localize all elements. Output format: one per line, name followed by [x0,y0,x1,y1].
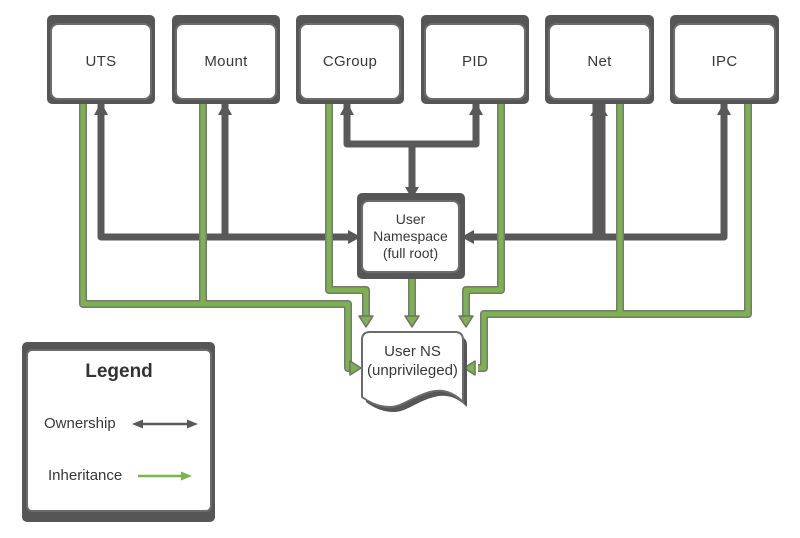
edge-cgroup-inheritance [326,100,369,319]
document-shape [361,331,464,409]
node-box: User Namespace (full root) [361,200,460,273]
edge-ipc-inheritance [478,101,751,371]
arrow-into-root-right [461,230,474,244]
legend-title: Legend [85,361,153,382]
node-label-line: (unprivileged) [367,362,458,379]
arrow-up-pid [469,102,483,115]
arrow-into-doc-top1 [358,315,374,328]
node-user-namespace-full-root: User Namespace (full root) [357,193,465,279]
inheritance-label: Inheritance [48,467,123,484]
node-box: Net [548,23,651,100]
node-label: UTS [85,53,117,70]
arrow-into-root-left [348,230,361,244]
node-label: Net [587,53,612,70]
legend-box: Legend Ownership Inheritance [26,349,212,512]
legend-row-inheritance: Inheritance [48,467,194,484]
node-mount: Mount [172,15,280,104]
inheritance-arrow-icon [138,471,193,480]
ownership-arrowheads [94,102,731,244]
node-box: UTS [50,23,152,100]
node-user-ns-unprivileged [361,331,467,412]
arrow-up-ipc [717,102,731,115]
arrow-into-doc-left [349,360,362,376]
node-cgroup: CGroup [296,15,404,104]
node-label: CGroup [322,53,378,70]
legend-row-ownership: Ownership [44,415,200,432]
node-user-ns-unprivileged-label: User NS (unprivileged) [362,342,463,380]
node-net: Net [545,15,654,104]
inheritance-arrowheads [349,315,476,376]
node-label: Mount [204,53,248,70]
edge-cgroup-pid-ownership [343,98,480,148]
legend: Legend Ownership Inheritance [22,342,215,522]
arrow-up-mount [218,102,232,115]
arrow-up-cgroup [340,102,354,115]
node-label-line: User [395,211,426,227]
node-label-line: User NS [384,343,441,360]
node-ipc: IPC [670,15,779,104]
ownership-arrow-icon [131,419,198,428]
arrow-into-doc-top2 [404,315,420,328]
edge-uts-ownership [97,98,355,241]
node-uts: UTS [47,15,155,104]
edges-ownership [97,98,728,241]
node-pid: PID [421,15,529,104]
arrow-up-net [590,102,608,116]
node-label-line: (full root) [382,245,439,261]
ownership-label: Ownership [44,415,116,432]
edge-ipc-ownership [470,98,728,241]
node-label: PID [462,53,488,70]
node-box: Mount [175,23,277,100]
arrow-up-uts [94,102,108,115]
node-label: IPC [711,53,738,70]
edge-pid-inheritance [463,100,504,319]
node-box: PID [424,23,526,100]
node-box: IPC [673,23,776,100]
arrow-into-doc-top3 [458,315,474,328]
node-box: CGroup [299,23,401,100]
arrow-into-doc-right [463,360,476,376]
node-label-line: Namespace [373,228,448,244]
